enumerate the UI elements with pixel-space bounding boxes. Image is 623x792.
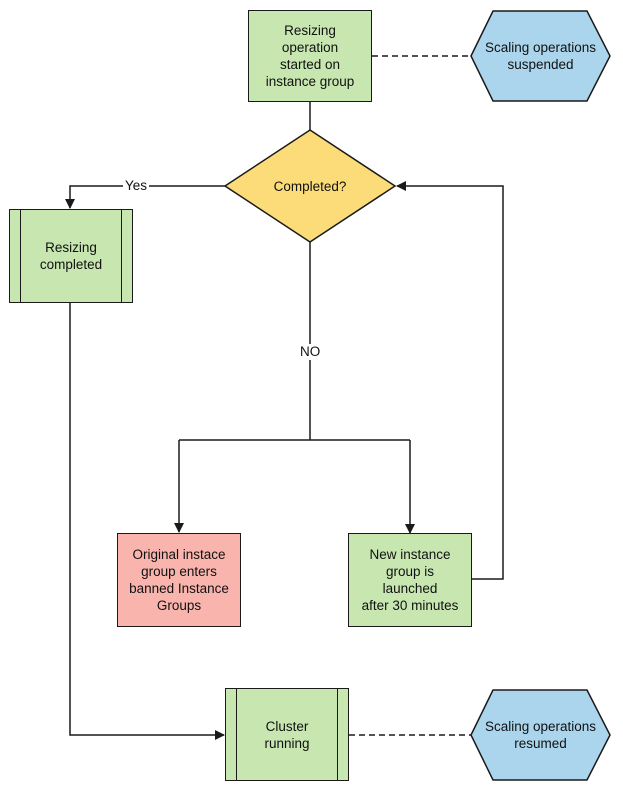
- new-group-node: New instance group is launched after 30 …: [348, 533, 472, 627]
- hexagon-resumed-shape: [470, 689, 611, 781]
- decision-label: Completed?: [273, 178, 347, 194]
- new-group-label: New instance group is launched after 30 …: [361, 547, 459, 613]
- resizing-completed-node: Resizing completed: [9, 209, 133, 303]
- hexagon-suspended-shape: [470, 10, 611, 102]
- original-group-label: Original instace group enters banned Ins…: [129, 547, 229, 613]
- decision-text: Completed?: [240, 170, 380, 202]
- suspended-label: Scaling operations suspended: [484, 40, 597, 72]
- no-edge-label: NO: [298, 344, 323, 360]
- original-group-node: Original instace group enters banned Ins…: [117, 533, 241, 627]
- edge-yes-to-resizing-completed: [65, 185, 225, 209]
- suspended-hexagon-text: Scaling operations suspended: [480, 11, 601, 101]
- start-node: Resizing operation started on instance g…: [248, 10, 372, 102]
- resizing-completed-label: Resizing completed: [39, 240, 103, 272]
- cluster-running-label: Cluster running: [264, 718, 310, 751]
- edge-loop-back-to-decision: [396, 181, 504, 580]
- resumed-hexagon-text: Scaling operations resumed: [480, 690, 601, 780]
- edge-completed-to-cluster: [69, 303, 225, 740]
- yes-edge-label: Yes: [123, 178, 150, 194]
- resumed-label: Scaling operations resumed: [484, 719, 597, 751]
- start-node-label: Resizing operation started on instance g…: [265, 23, 355, 89]
- cluster-running-node: Cluster running: [225, 688, 349, 781]
